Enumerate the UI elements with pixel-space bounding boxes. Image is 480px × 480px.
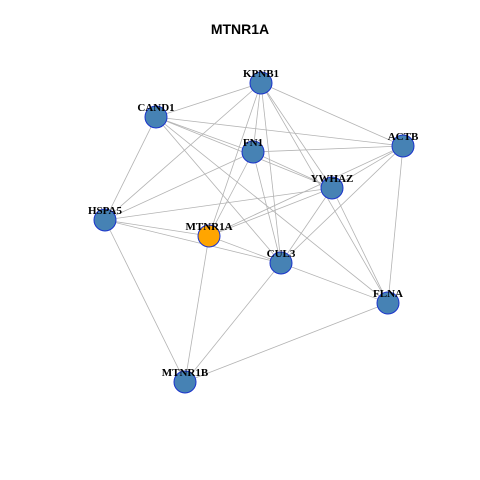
edges-layer <box>104 82 404 383</box>
edge-cand1-flna <box>155 116 389 304</box>
edge-ywhaz-mtnr1a <box>208 187 333 237</box>
node-ywhaz <box>320 176 344 200</box>
node-flna <box>376 291 400 315</box>
edge-kpnb1-fn1 <box>252 82 262 153</box>
edge-fn1-ywhaz <box>252 151 333 189</box>
edge-flna-mtnr1b <box>184 302 389 383</box>
edge-kpnb1-cand1 <box>155 82 262 118</box>
edge-mtnr1a-cul3 <box>208 235 282 264</box>
edge-hspa5-mtnr1b <box>104 219 186 383</box>
node-actb <box>391 134 415 158</box>
node-cul3 <box>269 251 293 275</box>
edge-fn1-cul3 <box>252 151 282 264</box>
edge-actb-mtnr1a <box>208 145 404 237</box>
edge-ywhaz-hspa5 <box>104 187 333 221</box>
edge-kpnb1-ywhaz <box>260 82 333 189</box>
node-label-cul3: CUL3 <box>267 248 296 260</box>
edge-actb-ywhaz <box>331 145 404 189</box>
node-kpnb1 <box>249 71 273 95</box>
edge-cand1-hspa5 <box>104 116 157 221</box>
edge-fn1-hspa5 <box>104 151 254 221</box>
node-label-actb: ACTB <box>388 131 419 143</box>
edge-ywhaz-flna <box>331 187 389 304</box>
edge-actb-cul3 <box>280 145 404 264</box>
edge-cul3-mtnr1b <box>184 262 282 383</box>
edge-kpnb1-actb <box>260 82 404 147</box>
node-label-kpnb1: KPNB1 <box>243 68 279 80</box>
edge-hspa5-mtnr1a <box>104 219 210 237</box>
node-hspa5 <box>93 208 117 232</box>
nodes-layer <box>93 71 415 394</box>
edge-kpnb1-mtnr1a <box>208 82 262 237</box>
edge-hspa5-cul3 <box>104 219 282 264</box>
edge-actb-fn1 <box>252 145 404 153</box>
edge-ywhaz-cul3 <box>280 187 333 264</box>
edge-cand1-fn1 <box>155 116 254 153</box>
graph-title: MTNR1A <box>210 21 270 37</box>
node-mtnr1a <box>197 224 221 248</box>
node-mtnr1b <box>173 370 197 394</box>
edge-kpnb1-cul3 <box>260 82 282 264</box>
edge-mtnr1a-mtnr1b <box>184 235 210 383</box>
node-fn1 <box>241 140 265 164</box>
edge-kpnb1-hspa5 <box>104 82 262 221</box>
node-label-cand1: CAND1 <box>137 102 174 114</box>
edge-cand1-cul3 <box>155 116 282 264</box>
node-label-mtnr1b: MTNR1B <box>162 367 209 379</box>
edge-actb-flna <box>387 145 404 304</box>
node-label-mtnr1a: MTNR1A <box>185 221 232 233</box>
node-label-hspa5: HSPA5 <box>88 205 123 217</box>
node-label-fn1: FN1 <box>243 137 263 149</box>
node-label-ywhaz: YWHAZ <box>311 173 354 185</box>
edge-fn1-mtnr1a <box>208 151 254 237</box>
edge-cand1-actb <box>155 116 404 147</box>
node-cand1 <box>144 105 168 129</box>
node-label-flna: FLNA <box>373 288 403 300</box>
edge-cul3-flna <box>280 262 389 304</box>
